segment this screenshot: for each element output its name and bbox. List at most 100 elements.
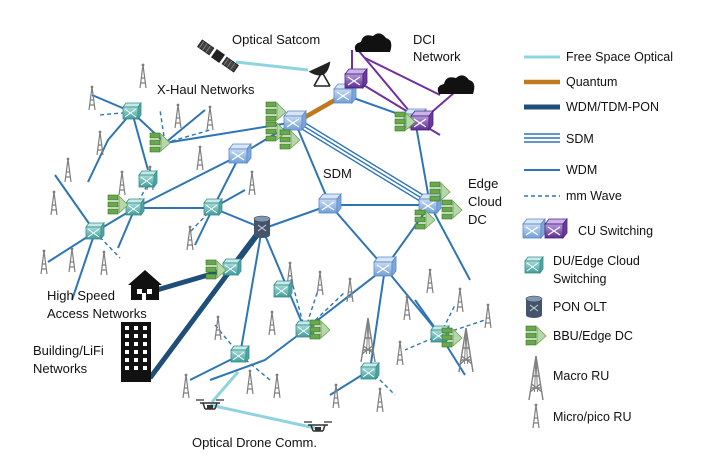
micro-ru — [118, 170, 126, 196]
cu-switch-purple — [410, 110, 434, 131]
micro-ru — [64, 157, 72, 183]
free-space-optical-links — [209, 60, 316, 430]
legend-macro-ru-icon — [528, 355, 544, 401]
bbu-edge-dc — [441, 199, 463, 220]
legend-bbu-icon — [525, 325, 547, 346]
cu-switch — [318, 193, 342, 214]
micro-ru — [246, 369, 254, 395]
micro-ru — [484, 303, 492, 329]
label-dci-network: Network — [413, 49, 461, 64]
legend-cu-label: CU Switching — [578, 224, 653, 238]
micro-ru — [426, 268, 434, 294]
legend-cu-purple-icon — [544, 218, 568, 239]
legend-fso-label: Free Space Optical — [566, 50, 673, 64]
du-switch — [222, 258, 242, 276]
cu-switch — [283, 110, 307, 131]
micro-ru — [50, 190, 58, 216]
micro-ru — [68, 247, 76, 273]
legend-mmwave-label: mm Wave — [566, 189, 622, 203]
micro-ru — [206, 104, 214, 131]
bbu-edge-dc — [309, 319, 331, 340]
micro-ru — [403, 295, 411, 321]
micro-ru — [268, 310, 276, 336]
cloud-icon — [354, 33, 392, 52]
du-switch — [230, 345, 250, 363]
label-edge: Edge — [468, 176, 498, 191]
legend-wdmtdm-label: WDM/TDM-PON — [566, 100, 659, 114]
legend: Free Space Optical Quantum WDM/TDM-PON S… — [522, 50, 673, 429]
micro-ru — [316, 270, 324, 296]
label-sdm: SDM — [323, 166, 352, 181]
drone-icon — [304, 421, 332, 432]
legend-quantum-label: Quantum — [566, 75, 617, 89]
micro-ru — [40, 249, 48, 275]
cu-switch — [228, 143, 252, 164]
micro-ru — [196, 145, 204, 171]
sdm-links — [296, 117, 429, 207]
du-switch — [122, 102, 142, 120]
macro-ru — [458, 327, 474, 373]
legend-wdm-label: WDM — [566, 163, 597, 177]
micro-ru — [139, 62, 147, 89]
cu-switch-purple — [344, 68, 368, 89]
micro-ru — [346, 277, 354, 303]
cloud-icon — [437, 75, 475, 94]
legend-du-label-1: DU/Edge Cloud — [553, 254, 640, 268]
micro-ru — [88, 84, 96, 111]
micro-ru — [100, 250, 108, 276]
micro-ru — [376, 387, 384, 413]
du-switch — [203, 198, 223, 216]
legend-micro-ru-icon — [532, 403, 540, 429]
bbu-edge-dc — [149, 132, 171, 153]
micro-ru — [456, 287, 464, 313]
cu-switch — [373, 256, 397, 277]
house-icon — [128, 270, 162, 300]
legend-pon-label: PON OLT — [553, 300, 607, 314]
legend-sdm-swatch — [524, 133, 560, 143]
micro-ru — [332, 383, 340, 409]
bbu-edge-dc — [279, 129, 301, 150]
mmwave-links — [94, 109, 486, 396]
micro-ru — [248, 170, 256, 196]
legend-macro-label: Macro RU — [553, 369, 609, 383]
bbu-edge-dc — [265, 101, 287, 122]
micro-ru — [174, 102, 182, 129]
bbu-edge-dc — [441, 327, 463, 348]
legend-du-label-2: Switching — [553, 272, 607, 286]
du-switch — [85, 222, 105, 240]
legend-micro-label: Micro/pico RU — [553, 410, 632, 424]
label-dc: DC — [468, 212, 487, 227]
bbu-edge-dc — [429, 181, 451, 202]
pon-olt — [253, 215, 271, 239]
drone-icon — [196, 399, 224, 410]
micro-ru — [396, 340, 404, 366]
satellite-icon — [196, 39, 240, 73]
legend-pon-icon — [525, 295, 543, 319]
legend-bbu-label: BBU/Edge DC — [553, 329, 633, 343]
label-building-networks: Networks — [33, 361, 88, 376]
legend-du-icon — [524, 256, 544, 274]
label-dci: DCI — [413, 32, 435, 47]
legend-cu-icon — [522, 218, 546, 239]
bbu-edge-dc — [107, 194, 129, 215]
du-switch — [138, 170, 158, 188]
micro-ru — [96, 130, 104, 156]
building-icon — [121, 322, 151, 382]
label-optical-satcom: Optical Satcom — [232, 32, 320, 47]
label-optical-drone: Optical Drone Comm. — [192, 435, 317, 450]
label-high-speed: High Speed — [47, 288, 115, 303]
micro-ru — [273, 373, 281, 399]
micro-ru — [182, 373, 190, 399]
label-building-lifi: Building/LiFi — [33, 343, 104, 358]
du-switch — [125, 198, 145, 216]
label-access-networks: Access Networks — [47, 306, 147, 321]
satellite-dish-icon — [308, 61, 331, 87]
du-switch — [273, 280, 293, 298]
label-xhaul-networks: X-Haul Networks — [157, 82, 255, 97]
legend-sdm-label: SDM — [566, 132, 594, 146]
micro-ru — [214, 315, 222, 341]
label-cloud: Cloud — [468, 194, 502, 209]
du-switch — [360, 362, 380, 380]
